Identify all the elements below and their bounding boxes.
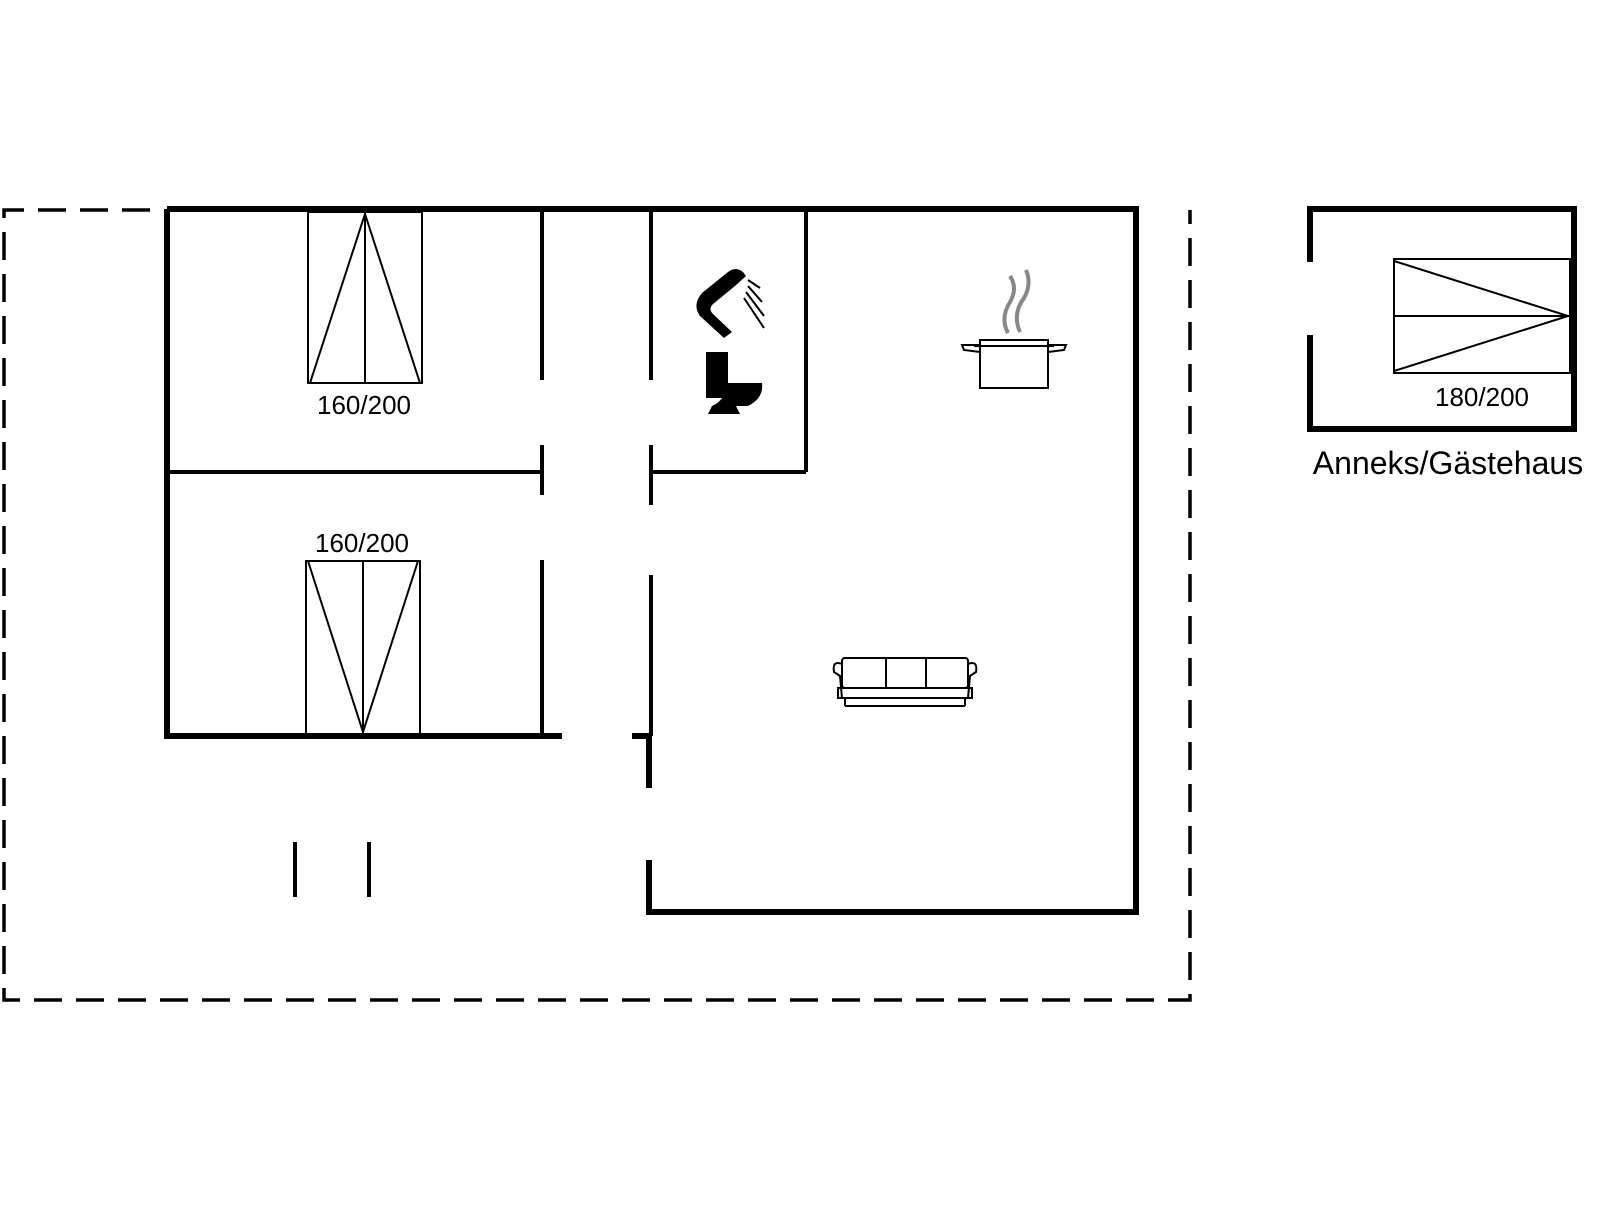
bed-1 — [307, 210, 423, 384]
shower-icon — [696, 269, 765, 338]
toilet-icon — [706, 352, 763, 414]
bed-1-size-label: 160/200 — [317, 390, 411, 420]
interior-walls — [167, 209, 808, 736]
bed-2-size-label: 160/200 — [315, 528, 409, 558]
cooking-pot-icon — [960, 269, 1068, 389]
annex-bed — [1393, 258, 1572, 374]
terrace-outline — [2, 208, 1192, 1002]
annex-bed-size-label: 180/200 — [1435, 382, 1529, 412]
sofa-icon — [832, 657, 978, 707]
terrace-posts — [293, 842, 371, 897]
annex-walls — [1307, 206, 1577, 432]
bed-2 — [305, 560, 421, 736]
annex-title: Anneks/Gästehaus — [1313, 445, 1583, 481]
